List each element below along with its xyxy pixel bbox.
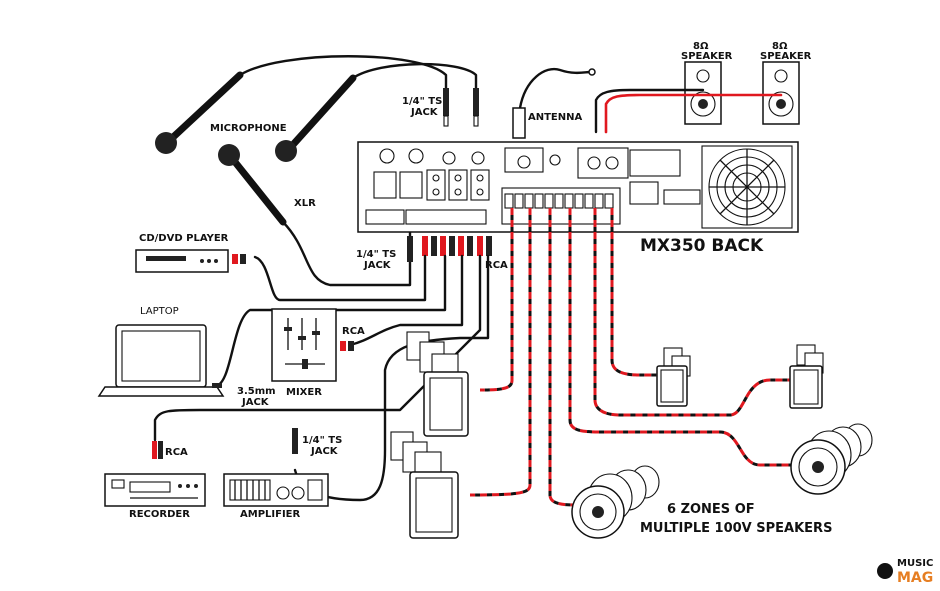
rca-mixer-label: RCA <box>342 326 365 337</box>
speaker-right-label: SPEAKER <box>760 51 812 62</box>
cable-cd-dvd <box>253 254 427 302</box>
speaker-right-ohm: 8Ω <box>772 41 788 52</box>
svg-text:MUSIC: MUSIC <box>897 558 933 569</box>
speaker-8ohm-left <box>684 61 722 125</box>
jack-35-label-2: JACK <box>241 397 270 408</box>
amplifier <box>223 473 329 507</box>
zones-title-line-1: 6 ZONES OF <box>667 502 755 517</box>
svg-text:MAG: MAG <box>897 570 933 586</box>
cd-dvd-label: CD/DVD PLAYER <box>139 233 229 244</box>
jack-35-label-1: 3.5mm <box>237 386 276 397</box>
jack-ts-top-label-1: 1/4" TS <box>402 96 442 107</box>
jack-ts-mid-label-2: JACK <box>363 260 392 271</box>
microphone-3 <box>218 144 287 226</box>
mic-cable-2 <box>351 62 478 112</box>
wall-speaker-group-4 <box>789 344 824 409</box>
xlr-label: XLR <box>294 198 316 209</box>
mx350-back-panel <box>357 141 799 233</box>
speaker-left-ohm: 8Ω <box>693 41 709 52</box>
recorder <box>104 473 206 507</box>
speaker-wire-red <box>604 93 783 134</box>
mic-cable-3 <box>281 163 412 287</box>
mixer-label: MIXER <box>286 387 322 398</box>
mixer <box>271 308 354 382</box>
jack-ts-amp-label-1: 1/4" TS <box>302 435 342 446</box>
ceiling-speaker-group-2 <box>790 423 873 495</box>
microphone-2 <box>275 74 357 162</box>
mx350-title: MX350 BACK <box>640 236 764 256</box>
fan-grille <box>701 145 793 229</box>
cable-laptop <box>213 254 447 388</box>
zone-terminals <box>504 193 614 209</box>
speaker-8ohm-right <box>762 61 800 125</box>
zone-wires <box>469 208 795 507</box>
speaker-left-label: SPEAKER <box>681 51 733 62</box>
cd-dvd-player <box>135 249 246 273</box>
microphone-1 <box>155 71 244 154</box>
laptop-label: LAPTOP <box>140 306 179 317</box>
cable-recorder <box>153 254 482 442</box>
antenna <box>512 67 596 139</box>
wall-speaker-group-2 <box>390 431 459 539</box>
rca-plugs-main <box>422 236 492 256</box>
ts-jack-top-1 <box>443 88 449 127</box>
jack-ts-amp-label-2: JACK <box>310 446 339 457</box>
cable-mixer <box>348 254 464 347</box>
speaker-wire-black <box>594 88 705 134</box>
jack-ts-mid-label-1: 1/4" TS <box>356 249 396 260</box>
mic-cable-1 <box>238 55 448 112</box>
musicmag-logo: MUSIC MAG <box>877 558 933 586</box>
ts-jack-top-2 <box>473 88 479 127</box>
ts-jack-amp <box>292 428 298 454</box>
recorder-rca-plugs <box>152 441 163 459</box>
ts-jack-mid <box>407 236 413 262</box>
recorder-label: RECORDER <box>129 509 190 520</box>
laptop <box>97 324 225 397</box>
rca-recorder-label: RCA <box>165 447 188 458</box>
wall-speaker-group-3 <box>656 347 691 407</box>
rca-main-label: RCA <box>485 260 508 271</box>
amplifier-label: AMPLIFIER <box>240 509 300 520</box>
jack-ts-top-label-2: JACK <box>410 107 439 118</box>
ceiling-speaker-group-1 <box>571 465 660 539</box>
antenna-label: ANTENNA <box>528 112 582 123</box>
zones-title-line-2: MULTIPLE 100V SPEAKERS <box>640 521 832 536</box>
jack-35-plug <box>212 383 222 388</box>
wall-speaker-group-1 <box>406 331 469 437</box>
microphone-label: MICROPHONE <box>210 123 287 134</box>
